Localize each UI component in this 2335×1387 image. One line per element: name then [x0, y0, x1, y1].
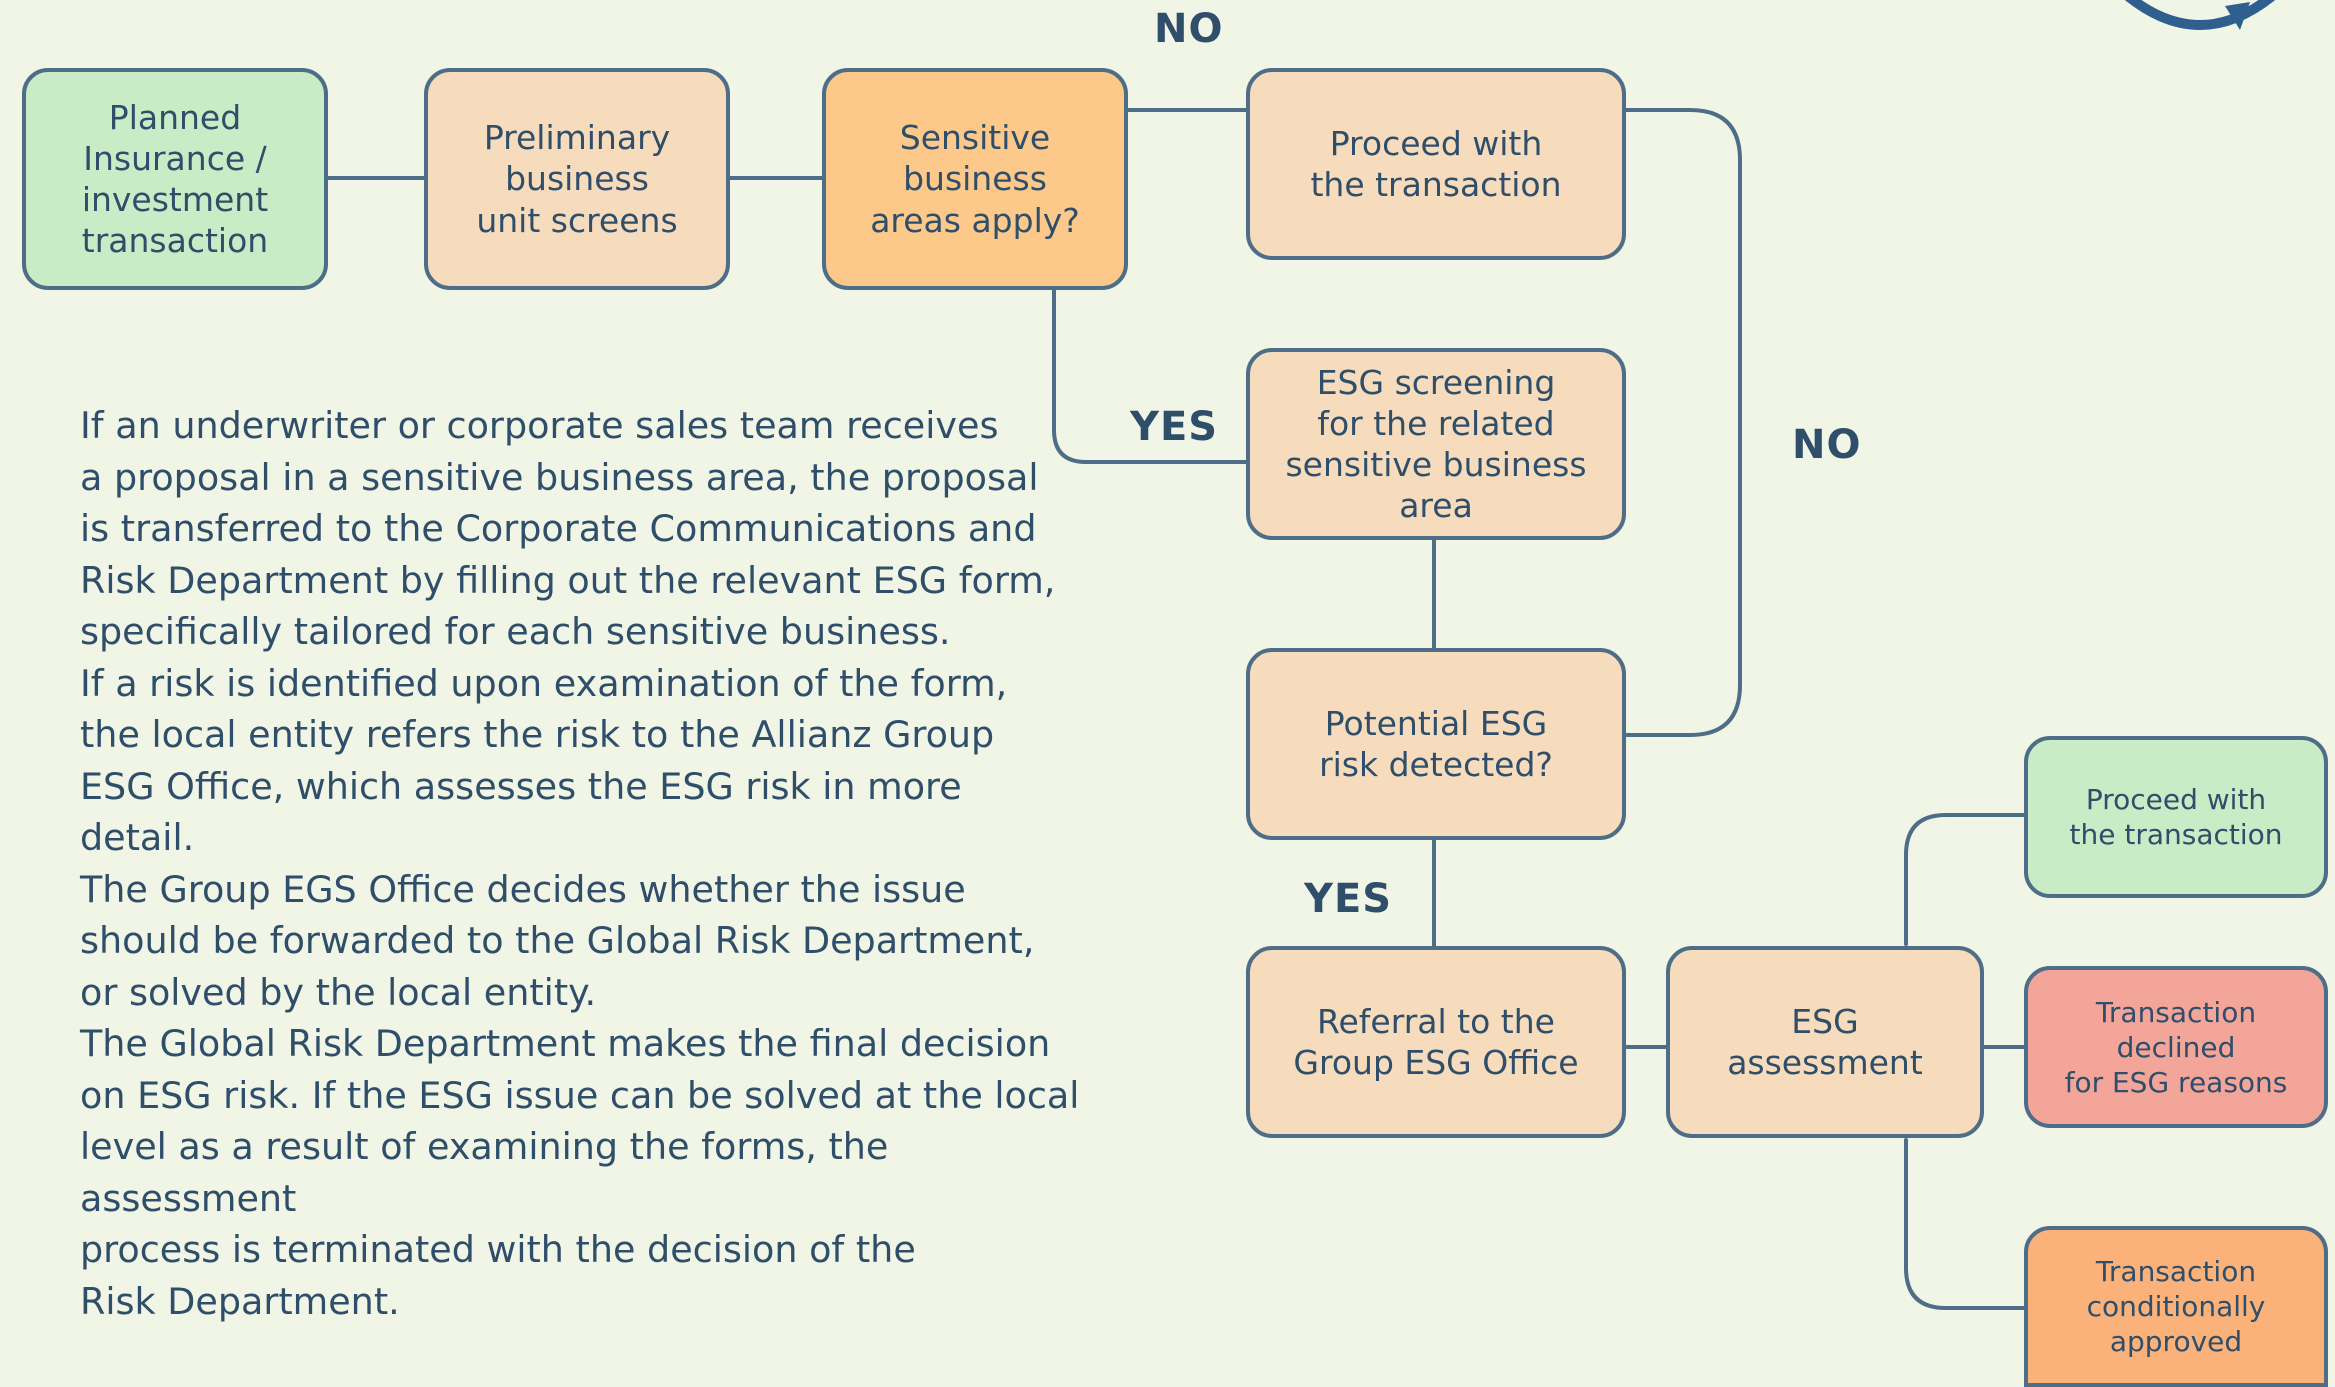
- description-line: If an underwriter or corporate sales tea…: [80, 404, 999, 447]
- description-line: should be forwarded to the Global Risk D…: [80, 919, 1035, 962]
- proceed-transaction-top-node: Proceed with the transaction: [1246, 68, 1626, 260]
- proceed-transaction-right-node: Proceed with the transaction: [2024, 736, 2328, 898]
- description-line: ESG Office, which assesses the ESG risk …: [80, 764, 962, 860]
- esg-assessment-node: ESG assessment: [1666, 946, 1984, 1138]
- description-line: on ESG risk. If the ESG issue can be sol…: [80, 1073, 1080, 1117]
- process-description: If an underwriter or corporate sales tea…: [80, 400, 1080, 1327]
- description-line: level as a result of examining the forms…: [80, 1125, 889, 1220]
- transaction-conditionally-approved-node: Transaction conditionally approved: [2024, 1226, 2328, 1387]
- description-line: a proposal in a sensitive business area,…: [80, 455, 1039, 499]
- referral-group-esg-office-node: Referral to the Group ESG Office: [1246, 946, 1626, 1138]
- allianz-logo: [2124, 0, 2276, 30]
- description-line: The Group EGS Office decides whether the…: [80, 867, 966, 911]
- description-line: process is terminated with the decision …: [80, 1228, 916, 1271]
- description-line: Risk Department.: [80, 1279, 400, 1323]
- connector-no-loop: [1622, 108, 1742, 737]
- label-no-right: NO: [1792, 422, 1862, 468]
- transaction-declined-node: Transaction declined for ESG reasons: [2024, 966, 2328, 1128]
- preliminary-screens-node: Preliminary business unit screens: [424, 68, 730, 290]
- description-line: is transferred to the Corporate Communic…: [80, 507, 1037, 550]
- label-yes-left: YES: [1130, 404, 1219, 450]
- description-line: or solved by the local entity.: [80, 970, 597, 1014]
- label-yes-bottom: YES: [1304, 876, 1393, 922]
- sensitive-areas-decision-node: Sensitive business areas apply?: [822, 68, 1128, 290]
- esg-screening-node: ESG screening for the related sensitive …: [1246, 348, 1626, 540]
- planned-transaction-node: Planned Insurance / investment transacti…: [22, 68, 328, 290]
- connector-assessment-conditional: [1904, 1138, 2026, 1310]
- potential-risk-decision-node: Potential ESG risk detected?: [1246, 648, 1626, 840]
- connector-assessment-proceed: [1904, 813, 2026, 946]
- description-line: Risk Department by filling out the relev…: [80, 558, 1056, 602]
- description-line: the local entity refers the risk to the …: [80, 713, 995, 756]
- label-no-top: NO: [1154, 6, 1224, 52]
- description-line: specifically tailored for each sensitive…: [80, 610, 951, 653]
- connector-sensitive-screening-yes: [1052, 288, 1248, 464]
- description-line: If a risk is identified upon examination…: [80, 661, 1008, 705]
- description-line: The Global Risk Department makes the fin…: [80, 1022, 1051, 1065]
